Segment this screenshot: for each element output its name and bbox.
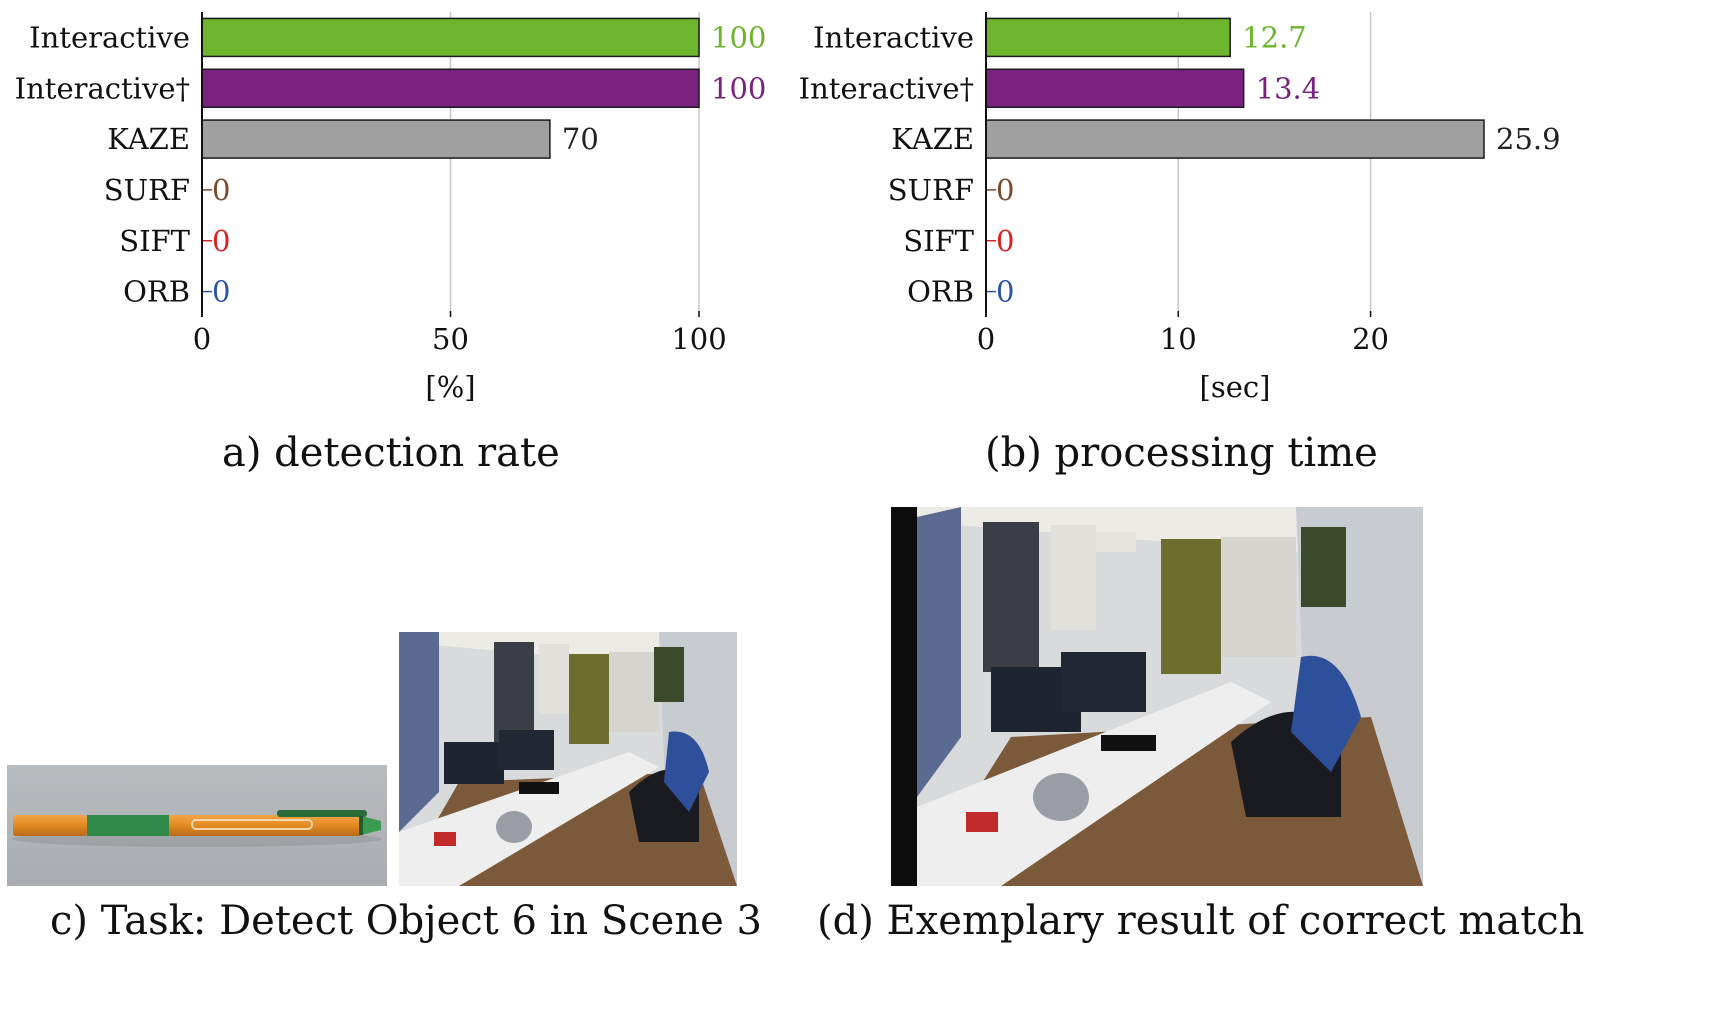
caption-d: (d) Exemplary result of correct match — [817, 898, 1585, 944]
value-label: 25.9 — [1496, 122, 1561, 156]
bar — [201, 17, 700, 58]
category-label: KAZE — [107, 122, 190, 156]
value-label: 0 — [996, 224, 1014, 258]
value-label: 13.4 — [1256, 71, 1321, 105]
category-label: Interactive† — [799, 71, 974, 105]
x-axis-label: [%] — [425, 370, 475, 404]
x-tick-label: 0 — [977, 322, 995, 356]
category-label: SURF — [104, 173, 190, 207]
category-label: SIFT — [119, 224, 190, 258]
x-tick-label: 20 — [1352, 322, 1389, 356]
bar — [985, 17, 1231, 58]
x-axis-label: [sec] — [1200, 370, 1271, 404]
x-tick-label: 10 — [1160, 322, 1197, 356]
category-label: Interactive — [29, 20, 190, 54]
value-label: 0 — [996, 275, 1014, 309]
x-tick-label: 0 — [193, 322, 211, 356]
caption-c: c) Task: Detect Object 6 in Scene 3 — [50, 898, 762, 944]
value-label: 0 — [212, 275, 230, 309]
value-label: 0 — [212, 173, 230, 207]
x-tick-label: 100 — [671, 322, 726, 356]
value-label: 12.7 — [1242, 20, 1307, 54]
bar — [201, 68, 700, 108]
value-label: 100 — [711, 20, 766, 54]
category-label: Interactive — [813, 20, 974, 54]
value-label: 70 — [562, 122, 599, 156]
pen-photo — [7, 765, 387, 886]
bar — [985, 68, 1245, 108]
bar — [985, 119, 1485, 159]
bar — [201, 119, 551, 159]
value-label: 0 — [212, 224, 230, 258]
category-label: KAZE — [891, 122, 974, 156]
category-label: ORB — [123, 275, 190, 309]
category-label: SURF — [888, 173, 974, 207]
office-scene-photo — [399, 632, 737, 886]
category-label: ORB — [907, 275, 974, 309]
category-label: SIFT — [903, 224, 974, 258]
caption-b: (b) processing time — [985, 430, 1378, 476]
value-label: 100 — [711, 71, 766, 105]
value-label: 0 — [996, 173, 1014, 207]
category-label: Interactive† — [15, 71, 190, 105]
caption-a: a) detection rate — [222, 430, 560, 476]
office-match-photo — [891, 507, 1423, 886]
x-tick-label: 50 — [432, 322, 469, 356]
